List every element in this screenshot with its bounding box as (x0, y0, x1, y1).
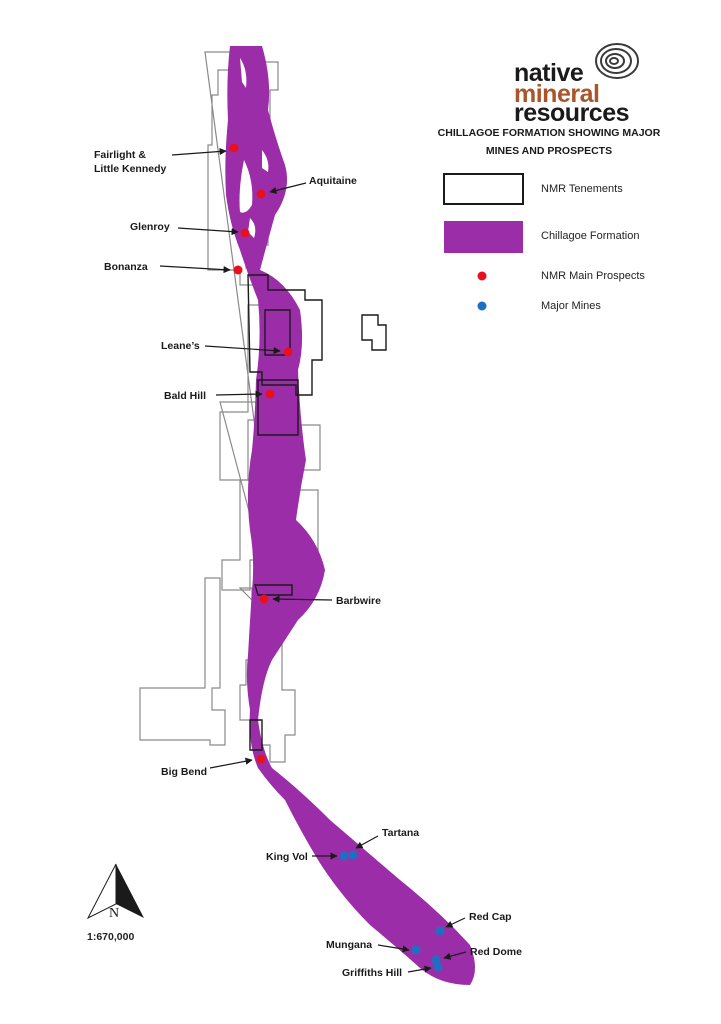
scale-label: 1:670,000 (87, 931, 135, 943)
mine-marker (435, 926, 445, 936)
prospect-marker (283, 347, 293, 357)
prospect-label: Leane’s (161, 340, 200, 352)
north-letter: N (109, 906, 119, 921)
prospect-marker (229, 143, 239, 153)
mine-marker (433, 962, 443, 972)
mine-marker (339, 851, 349, 861)
prospect-markers (229, 143, 293, 764)
prospect-marker (233, 265, 243, 275)
prospect-label: Fairlight & (94, 149, 146, 161)
prospect-label: Big Bend (161, 766, 207, 778)
company-logo: native mineral resources (514, 40, 654, 126)
prospect-marker (256, 754, 266, 764)
north-arrow-icon: N (86, 863, 144, 921)
map-title: CHILLAGOE FORMATION SHOWING MAJOR MINES … (420, 124, 678, 160)
legend-mine-swatch (477, 301, 487, 311)
prospect-label: Barbwire (336, 595, 381, 607)
mine-marker (411, 945, 421, 955)
prospect-labels: Fairlight & Little Kennedy Aquitaine Gle… (94, 149, 381, 778)
prospect-label: Bald Hill (164, 390, 206, 402)
mine-marker (348, 850, 358, 860)
mine-label: Mungana (326, 939, 372, 951)
prospect-marker (240, 228, 250, 238)
prospect-label: Glenroy (130, 221, 170, 233)
chillagoe-formation (225, 46, 475, 985)
mine-label: Red Dome (470, 946, 522, 958)
mine-labels: King Vol Tartana Red Cap Mungana Red Dom… (266, 827, 522, 979)
mine-label: Tartana (382, 827, 419, 839)
legend-formation-swatch (444, 221, 523, 253)
prospect-label: Little Kennedy (94, 163, 167, 175)
mine-markers (339, 850, 445, 972)
legend-mines-label: Major Mines (541, 300, 601, 312)
tenement-outlines-dark (247, 274, 387, 751)
logo-line-mineral: mineral (514, 80, 600, 108)
legend-symbols (443, 173, 524, 311)
legend-prospects-label: NMR Main Prospects (541, 270, 645, 282)
logo-line-native: native (514, 59, 584, 87)
map-title-line2: MINES AND PROSPECTS (485, 145, 613, 157)
prospect-label: Bonanza (104, 261, 148, 273)
logo-swirl-icon (595, 43, 639, 79)
legend-tenement-swatch (443, 173, 524, 205)
formation-gaps (239, 58, 269, 238)
map-title-line1: CHILLAGOE FORMATION SHOWING MAJOR (437, 127, 661, 139)
leader-lines (159, 147, 467, 973)
prospect-label: Aquitaine (309, 175, 357, 187)
legend-formation-label: Chillagoe Formation (541, 230, 640, 242)
prospect-marker (256, 189, 266, 199)
prospect-marker (259, 594, 269, 604)
mine-marker (431, 955, 441, 965)
mine-label: Griffiths Hill (342, 967, 402, 979)
mine-label: King Vol (266, 851, 308, 863)
legend-prospect-swatch (477, 271, 487, 281)
legend-tenements-label: NMR Tenements (541, 183, 623, 195)
logo-line-resources: resources (514, 99, 630, 127)
mine-label: Red Cap (469, 911, 512, 923)
prospect-marker (265, 389, 275, 399)
